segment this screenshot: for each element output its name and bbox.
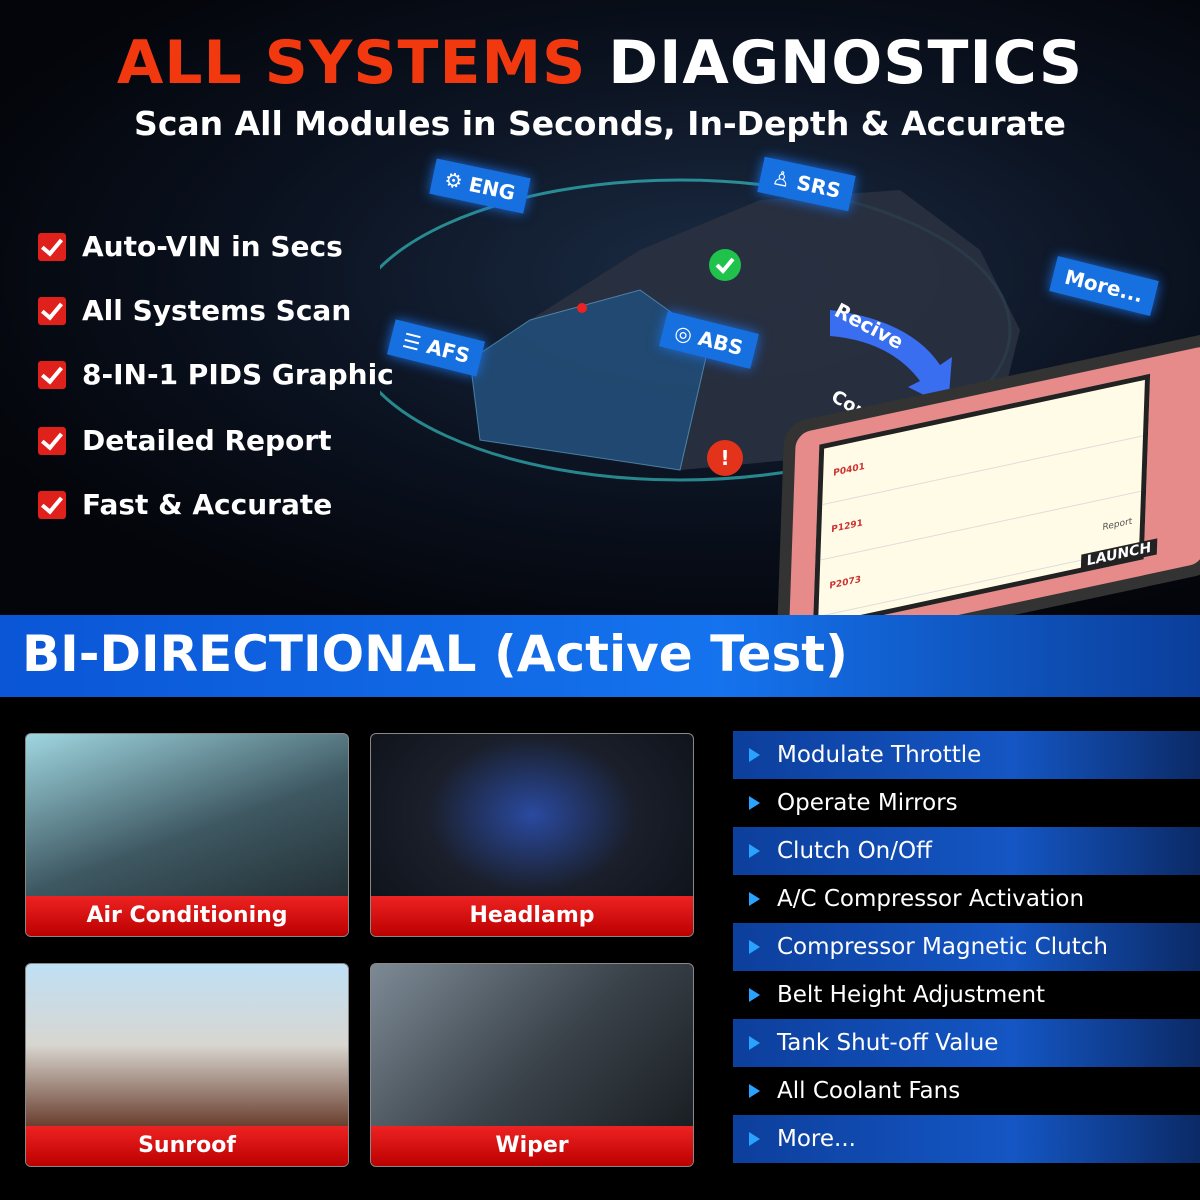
- list-item-label: Operate Mirrors: [777, 790, 958, 816]
- feature-label: All Systems Scan: [82, 294, 352, 327]
- dtc-code: P1291: [831, 518, 864, 536]
- card-label: Headlamp: [371, 896, 693, 936]
- triangle-bullet-icon: [749, 892, 760, 906]
- list-item: More...: [733, 1115, 1200, 1163]
- feature-label: Fast & Accurate: [82, 488, 333, 521]
- feature-item: Detailed Report: [38, 424, 332, 457]
- list-item: Clutch On/Off: [733, 827, 1200, 875]
- triangle-bullet-icon: [749, 1036, 760, 1050]
- feature-item: Auto-VIN in Secs: [38, 230, 343, 263]
- list-item-label: Compressor Magnetic Clutch: [777, 934, 1108, 960]
- feature-item: 8-IN-1 PIDS Graphic: [38, 358, 394, 391]
- feature-label: Auto-VIN in Secs: [82, 230, 343, 263]
- card-sunroof: Sunroof: [25, 963, 349, 1167]
- checkbox-icon: [38, 426, 66, 455]
- active-test-list: Modulate Throttle Operate Mirrors Clutch…: [733, 731, 1200, 1163]
- abs-label: ABS: [695, 325, 746, 361]
- hero-section: ALL SYSTEMS DIAGNOSTICS Scan All Modules…: [0, 0, 1200, 615]
- feature-item: Fast & Accurate: [38, 488, 332, 521]
- feature-label: Detailed Report: [82, 424, 332, 457]
- card-wiper: Wiper: [370, 963, 694, 1167]
- triangle-bullet-icon: [749, 988, 760, 1002]
- checkbox-icon: [38, 360, 66, 389]
- dtc-code: P0401: [833, 462, 865, 480]
- triangle-bullet-icon: [749, 940, 760, 954]
- list-item: Operate Mirrors: [733, 779, 1200, 827]
- list-item: A/C Compressor Activation: [733, 875, 1200, 923]
- list-item-label: Tank Shut-off Value: [777, 1030, 999, 1056]
- checkbox-icon: [38, 296, 66, 325]
- list-item: Tank Shut-off Value: [733, 1019, 1200, 1067]
- card-label: Air Conditioning: [26, 896, 348, 936]
- page-title: ALL SYSTEMS DIAGNOSTICS: [0, 28, 1200, 98]
- subtitle: Scan All Modules in Seconds, In-Depth & …: [134, 104, 1066, 143]
- title-red: ALL SYSTEMS: [116, 28, 587, 98]
- list-item-label: Clutch On/Off: [777, 838, 932, 864]
- list-item-label: All Coolant Fans: [777, 1078, 961, 1104]
- svg-text:!: !: [720, 446, 729, 470]
- title-white: DIAGNOSTICS: [608, 28, 1084, 98]
- list-item-label: Modulate Throttle: [777, 742, 982, 768]
- triangle-bullet-icon: [749, 796, 760, 810]
- checkbox-icon: [38, 490, 66, 519]
- feature-label: 8-IN-1 PIDS Graphic: [82, 358, 394, 391]
- feature-item: All Systems Scan: [38, 294, 351, 327]
- list-item: Compressor Magnetic Clutch: [733, 923, 1200, 971]
- triangle-bullet-icon: [749, 844, 760, 858]
- list-item-label: A/C Compressor Activation: [777, 886, 1085, 912]
- srs-label: SRS: [794, 170, 843, 203]
- list-item-label: Belt Height Adjustment: [777, 982, 1046, 1008]
- banner-title: BI-DIRECTIONAL (Active Test): [22, 625, 848, 683]
- list-item-label: More...: [777, 1126, 856, 1152]
- card-headlamp: Headlamp: [370, 733, 694, 937]
- triangle-bullet-icon: [749, 748, 760, 762]
- triangle-bullet-icon: [749, 1084, 760, 1098]
- triangle-bullet-icon: [749, 1132, 760, 1146]
- card-label: Wiper: [371, 1126, 693, 1166]
- eng-label: ENG: [466, 171, 518, 206]
- card-label: Sunroof: [26, 1126, 348, 1166]
- section-banner: BI-DIRECTIONAL (Active Test): [0, 615, 1200, 697]
- list-item: Modulate Throttle: [733, 731, 1200, 779]
- device-screen: P0401 P1291 P2073 Report: [812, 373, 1151, 615]
- afs-label: AFS: [424, 334, 473, 368]
- dtc-code: P2073: [829, 574, 862, 592]
- list-item: All Coolant Fans: [733, 1067, 1200, 1115]
- card-air-conditioning: Air Conditioning: [25, 733, 349, 937]
- checkbox-icon: [38, 232, 66, 261]
- list-item: Belt Height Adjustment: [733, 971, 1200, 1019]
- report-button: Report: [1102, 516, 1133, 533]
